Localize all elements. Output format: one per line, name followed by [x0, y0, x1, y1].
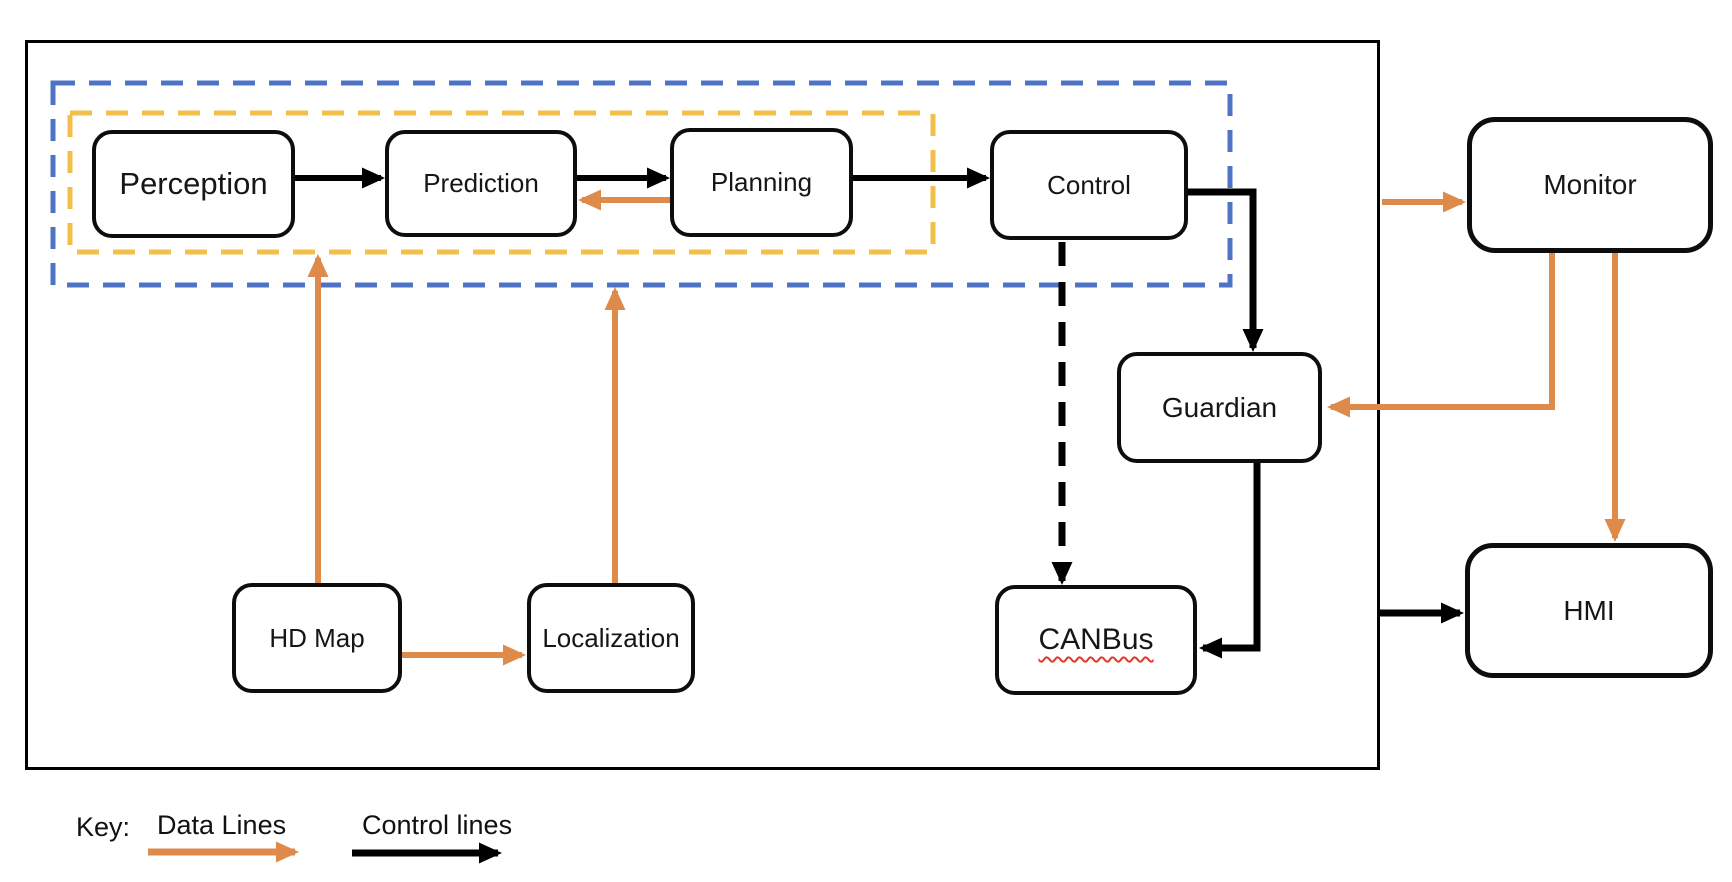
node-perception: Perception [92, 130, 295, 238]
node-control-label: Control [1047, 169, 1131, 200]
node-prediction: Prediction [385, 130, 577, 237]
node-localization-label: Localization [542, 622, 680, 653]
edge-monitor-to-guardian [1327, 253, 1555, 418]
node-hmi: HMI [1465, 543, 1713, 678]
key-title: Key: [76, 812, 131, 842]
node-perception-label: Perception [119, 166, 268, 201]
node-canbus: CANBus [995, 585, 1197, 695]
edge-guardian-to-canbus [1199, 461, 1261, 659]
node-planning: Planning [670, 128, 853, 237]
key-data-lines-label: Data Lines [157, 810, 287, 840]
node-control: Control [990, 130, 1188, 240]
key-control-lines-label: Control lines [362, 810, 513, 840]
blue-dashed-subsystem-box [50, 80, 1233, 288]
edge-control-to-guardian [1188, 188, 1264, 352]
node-hd-map-label: HD Map [269, 622, 365, 653]
node-monitor: Monitor [1467, 117, 1713, 253]
node-monitor-label: Monitor [1543, 169, 1637, 200]
node-hmi-label: HMI [1563, 594, 1615, 626]
node-localization: Localization [527, 583, 695, 693]
node-guardian-label: Guardian [1161, 391, 1278, 423]
node-guardian: Guardian [1117, 352, 1322, 463]
node-canbus-label: CANBus [1038, 623, 1154, 656]
node-hd-map: HD Map [232, 583, 402, 693]
node-planning-label: Planning [710, 167, 813, 197]
node-prediction-label: Prediction [423, 168, 539, 198]
